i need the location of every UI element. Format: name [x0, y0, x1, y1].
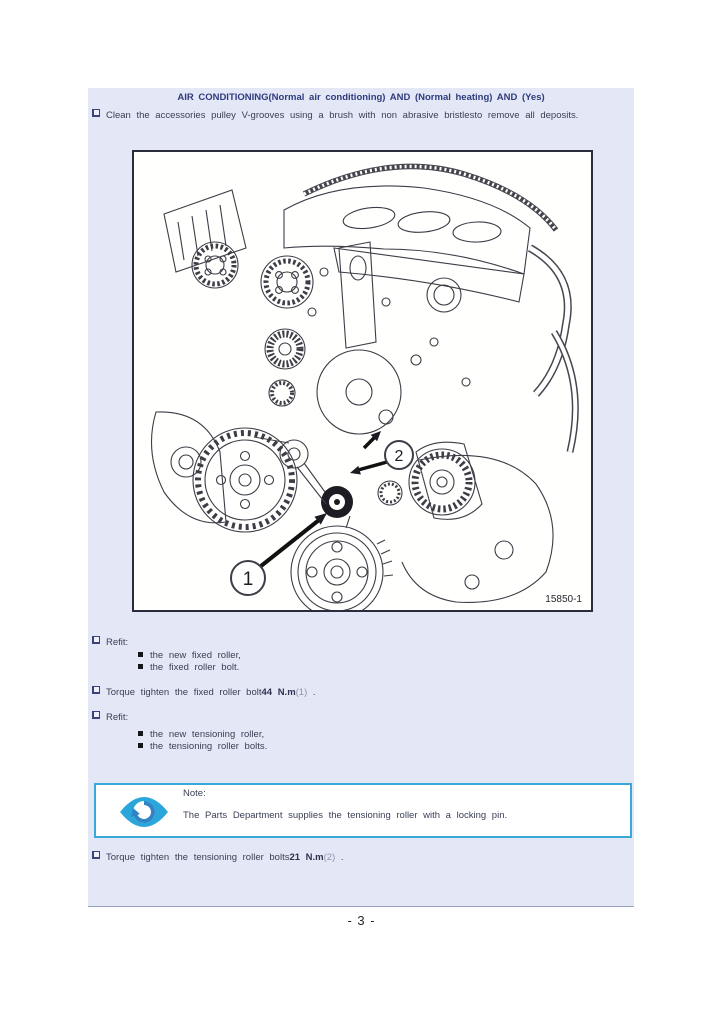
refit2-lead-text: Refit:: [106, 712, 129, 723]
refit1-lead: Refit:: [92, 636, 128, 649]
square-bullet-icon: [92, 109, 100, 117]
section-title: AIR CONDITIONING(Normal air conditioning…: [177, 92, 545, 103]
torque1-ref: (1): [295, 687, 308, 698]
torque1-pre: Torque tighten the fixed roller bolt: [106, 687, 262, 698]
square-bullet-icon: [92, 636, 100, 644]
page-number: - 3 -: [347, 913, 376, 928]
content-panel: AIR CONDITIONING(Normal air conditioning…: [88, 88, 634, 907]
refit1-item1-text: the new fixed roller,: [150, 650, 241, 661]
callout-2-number: 2: [395, 448, 404, 465]
torque2-end: .: [335, 852, 344, 863]
torque2-line: Torque tighten the tensioning roller bol…: [92, 851, 344, 864]
torque1-line: Torque tighten the fixed roller bolt44 N…: [92, 686, 316, 699]
refit2-lead: Refit:: [92, 711, 128, 724]
note-box: Note: The Parts Department supplies the …: [94, 783, 632, 838]
filled-square-bullet-icon: [138, 743, 143, 748]
engine-diagram-art: 1 2: [150, 163, 579, 610]
torque2-ref: (2): [323, 852, 336, 863]
refit2-item2-text: the tensioning roller bolts.: [150, 741, 268, 752]
eye-icon: [120, 797, 168, 827]
filled-square-bullet-icon: [138, 664, 143, 669]
callout-1-circle: [230, 560, 266, 596]
note-text: The Parts Department supplies the tensio…: [183, 810, 508, 821]
callout-1-number: 1: [243, 569, 254, 590]
torque1-value: 44 N.m: [261, 687, 296, 698]
intro-bullet-line: Clean the accessories pulley V-grooves u…: [92, 109, 578, 122]
torque2-value: 21 N.m: [289, 852, 324, 863]
engine-figure: 1 2 15850-1: [132, 150, 593, 612]
square-bullet-icon: [92, 711, 100, 719]
square-bullet-icon: [92, 686, 100, 694]
figure-reference-label: 15850-1: [545, 594, 582, 605]
intro-text: Clean the accessories pulley V-grooves u…: [106, 110, 579, 121]
filled-square-bullet-icon: [138, 731, 143, 736]
note-label: Note:: [183, 788, 206, 799]
refit2-item1-text: the new tensioning roller,: [150, 729, 265, 740]
square-bullet-icon: [92, 851, 100, 859]
torque1-end: .: [307, 687, 316, 698]
torque2-pre: Torque tighten the tensioning roller bol…: [106, 852, 290, 863]
refit2-item2: the tensioning roller bolts.: [138, 741, 267, 753]
refit1-item2: the fixed roller bolt.: [138, 662, 239, 674]
refit1-lead-text: Refit:: [106, 637, 129, 648]
refit1-item1: the new fixed roller,: [138, 650, 241, 662]
refit2-item1: the new tensioning roller,: [138, 729, 264, 741]
callout-2-circle: [384, 440, 414, 470]
refit1-item2-text: the fixed roller bolt.: [150, 662, 240, 673]
filled-square-bullet-icon: [138, 652, 143, 657]
